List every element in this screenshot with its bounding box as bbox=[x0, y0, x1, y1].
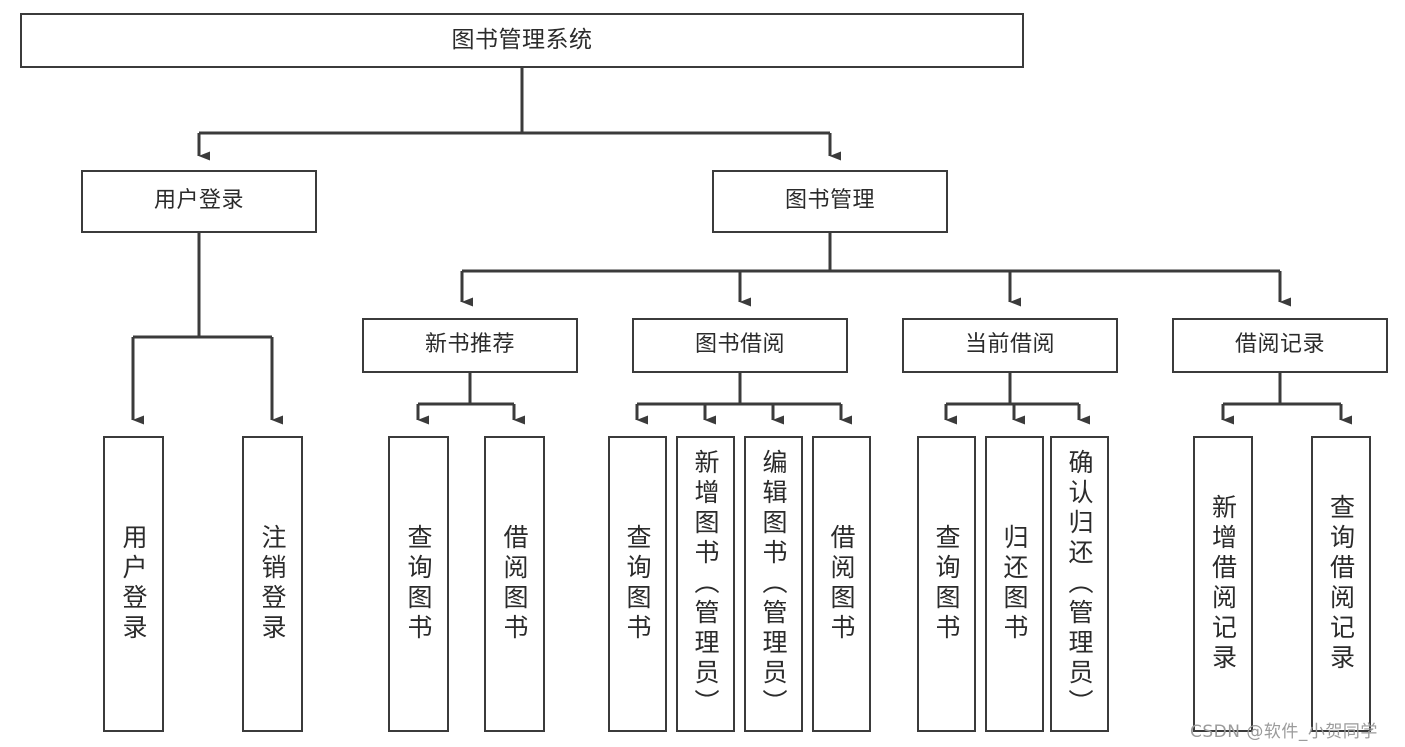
node-book-manage-label: 图书管理 bbox=[784, 188, 875, 214]
node-logout-action[interactable]: 注销登录 bbox=[242, 436, 303, 732]
node-borrow-book-recommend-label: 借阅图书 bbox=[500, 524, 529, 644]
node-user-login[interactable]: 用户登录 bbox=[81, 170, 317, 233]
node-query-book-current-label: 查询图书 bbox=[932, 524, 961, 644]
node-add-book-admin[interactable]: 新增图书（管理员） bbox=[676, 436, 735, 732]
node-book-borrow-label: 图书借阅 bbox=[694, 332, 785, 358]
node-add-borrow-record[interactable]: 新增借阅记录 bbox=[1193, 436, 1253, 732]
node-query-borrow-record[interactable]: 查询借阅记录 bbox=[1311, 436, 1371, 732]
node-book-manage[interactable]: 图书管理 bbox=[712, 170, 948, 233]
node-logout-action-label: 注销登录 bbox=[258, 524, 287, 644]
node-confirm-return-admin-label: 确认归还（管理员） bbox=[1065, 449, 1094, 719]
node-new-book-recommend-label: 新书推荐 bbox=[424, 332, 515, 358]
node-user-login-label: 用户登录 bbox=[153, 188, 244, 214]
node-confirm-return-admin[interactable]: 确认归还（管理员） bbox=[1050, 436, 1109, 732]
node-borrow-book-label: 借阅图书 bbox=[827, 524, 856, 644]
node-edit-book-admin[interactable]: 编辑图书（管理员） bbox=[744, 436, 803, 732]
node-current-borrow-label: 当前借阅 bbox=[964, 332, 1055, 358]
node-current-borrow[interactable]: 当前借阅 bbox=[902, 318, 1118, 373]
node-borrow-record-label: 借阅记录 bbox=[1234, 332, 1325, 358]
node-query-book-current[interactable]: 查询图书 bbox=[917, 436, 976, 732]
node-root[interactable]: 图书管理系统 bbox=[20, 13, 1024, 68]
node-borrow-book[interactable]: 借阅图书 bbox=[812, 436, 871, 732]
node-edit-book-admin-label: 编辑图书（管理员） bbox=[759, 449, 788, 719]
node-query-book-recommend[interactable]: 查询图书 bbox=[388, 436, 449, 732]
node-return-book[interactable]: 归还图书 bbox=[985, 436, 1044, 732]
node-query-book-borrow[interactable]: 查询图书 bbox=[608, 436, 667, 732]
node-user-login-action-label: 用户登录 bbox=[119, 524, 148, 644]
node-return-book-label: 归还图书 bbox=[1000, 524, 1029, 644]
node-book-borrow[interactable]: 图书借阅 bbox=[632, 318, 848, 373]
node-add-borrow-record-label: 新增借阅记录 bbox=[1208, 494, 1238, 674]
node-borrow-book-recommend[interactable]: 借阅图书 bbox=[484, 436, 545, 732]
node-query-book-recommend-label: 查询图书 bbox=[404, 524, 433, 644]
node-query-borrow-record-label: 查询借阅记录 bbox=[1326, 494, 1356, 674]
node-new-book-recommend[interactable]: 新书推荐 bbox=[362, 318, 578, 373]
node-root-label: 图书管理系统 bbox=[451, 26, 593, 53]
node-user-login-action[interactable]: 用户登录 bbox=[103, 436, 164, 732]
node-add-book-admin-label: 新增图书（管理员） bbox=[691, 449, 720, 719]
node-query-book-borrow-label: 查询图书 bbox=[623, 524, 652, 644]
csdn-watermark: CSDN @软件_小贺同学 bbox=[1190, 722, 1378, 742]
node-borrow-record[interactable]: 借阅记录 bbox=[1172, 318, 1388, 373]
